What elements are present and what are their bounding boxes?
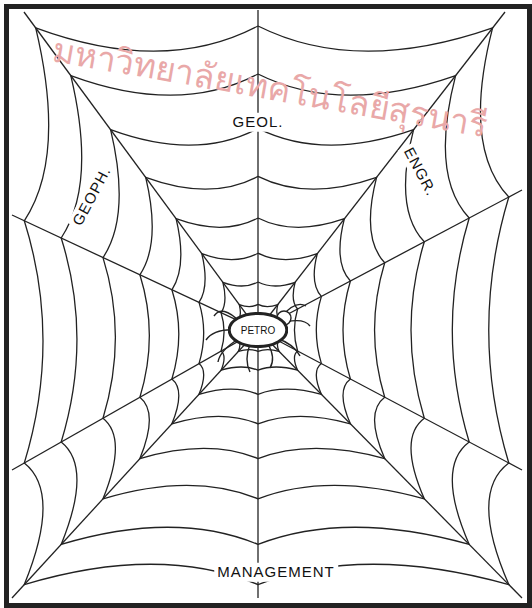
web-thread [24,26,509,585]
region-label: GEOL. [230,113,287,132]
web-thread [172,218,351,424]
region-label: ENGR. [398,142,442,202]
web-thread [221,282,298,370]
region-label: GEOPH. [67,161,116,232]
spider-body: PETRO [228,312,288,348]
web-thread [199,253,321,394]
spider-legs [206,304,310,372]
node-text: PETRO [241,325,275,336]
web-thread [103,128,424,498]
web-thread [140,176,385,458]
region-label: MANAGEMENT [214,563,338,582]
web-thread [61,74,469,544]
